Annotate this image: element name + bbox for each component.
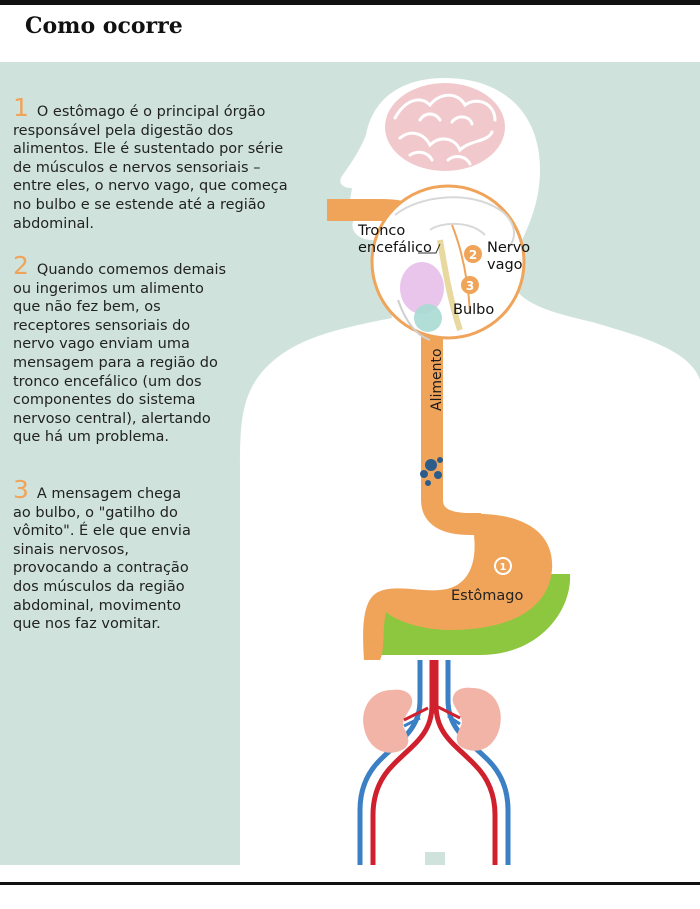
step-2-number: 2 bbox=[13, 251, 29, 280]
label-nervo-line1: Nervo bbox=[487, 240, 531, 256]
step-1-body: O estômago é o principal órgão responsáv… bbox=[13, 104, 288, 232]
food-particle-icon bbox=[420, 457, 443, 486]
stomach-illustration bbox=[363, 513, 571, 660]
label-nervo-vago: Nervo vago bbox=[487, 240, 530, 274]
bottom-rule bbox=[0, 882, 700, 885]
step-3-number: 3 bbox=[13, 475, 29, 504]
legs-gap bbox=[425, 852, 445, 865]
svg-text:1: 1 bbox=[500, 562, 507, 573]
step-2-body: Quando comemos demais ou ingerimos um al… bbox=[13, 262, 227, 446]
label-alimento: Alimento bbox=[429, 348, 445, 411]
marker-estomago: 1 bbox=[494, 557, 512, 575]
marker-bulbo: 3 bbox=[461, 276, 479, 294]
marker-nervo-vago: 2 bbox=[464, 245, 482, 263]
body-silhouette bbox=[240, 78, 700, 865]
label-bulbo: Bulbo bbox=[453, 302, 495, 318]
top-rule bbox=[0, 0, 700, 5]
svg-text:2: 2 bbox=[469, 248, 477, 262]
svg-text:3: 3 bbox=[466, 279, 474, 293]
brain-illustration bbox=[385, 83, 505, 171]
label-estomago: Estômago bbox=[451, 588, 524, 604]
label-nervo-line2: vago bbox=[487, 257, 523, 273]
kidneys-illustration bbox=[363, 687, 501, 753]
page-title: Como ocorre bbox=[25, 13, 183, 39]
label-tronco-encefalico: Tronco encefálico bbox=[358, 223, 432, 257]
step-1-number: 1 bbox=[13, 93, 29, 122]
label-tronco-line2: encefálico bbox=[358, 240, 432, 256]
step-3-body: A mensagem chega ao bulbo, o "gatilho do… bbox=[13, 486, 191, 633]
label-tronco-line1: Tronco bbox=[358, 223, 406, 239]
renal-vessels bbox=[403, 704, 461, 728]
magnified-brainstem-circle bbox=[370, 184, 526, 341]
tronco-leader-line bbox=[418, 243, 441, 254]
